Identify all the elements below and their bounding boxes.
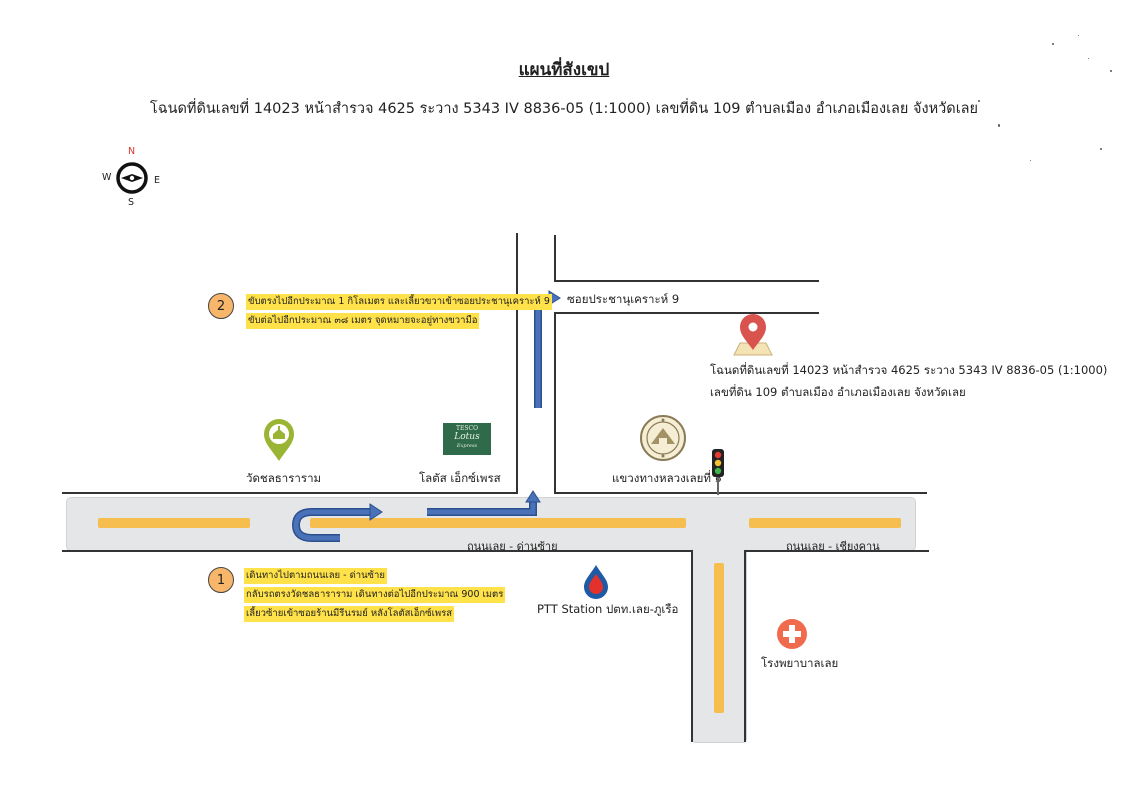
location-pin-icon <box>733 314 773 356</box>
lane-marking <box>310 518 686 528</box>
road-edge <box>516 233 518 494</box>
compass-south-label: S <box>128 197 135 208</box>
hospital-label: โรงพยาบาลเลย <box>761 656 839 670</box>
compass-east-label: E <box>154 175 161 186</box>
road-edge <box>555 492 927 494</box>
lane-marking <box>98 518 250 528</box>
step-1-marker: 1 <box>208 567 234 593</box>
map-subtitle: โฉนดที่ดินเลขที่ 14023 หน้าสำรวจ 4625 ระ… <box>149 101 979 117</box>
traffic-light-icon <box>712 449 724 495</box>
road-edge <box>62 492 517 494</box>
ptt-label: PTT Station ปตท.เลย-ภูเรือ <box>537 602 679 616</box>
destination-line-1: โฉนดที่ดินเลขที่ 14023 หน้าสำรวจ 4625 ระ… <box>710 363 1108 377</box>
step-2-line: ขับต่อไปอีกประมาณ ๓๘ เมตร จุดหมายจะอยู่ท… <box>246 313 480 329</box>
lotus-logo-text: Lotus <box>454 432 480 442</box>
road-edge <box>554 280 819 282</box>
temple-label: วัดชลธาราราม <box>246 471 322 485</box>
lane-marking <box>714 563 724 713</box>
destination-line-2: เลขที่ดิน 109 ตำบลเมือง อำเภอเมืองเลย จั… <box>710 385 966 399</box>
step-1-line: เดินทางไปตามถนนเลย - ด่านซ้าย <box>244 568 387 584</box>
highway-office-label: แขวงทางหลวงเลยที่ ๑ <box>612 471 722 485</box>
road-edge <box>554 312 819 314</box>
scan-speck <box>1088 58 1089 59</box>
road-edge <box>745 550 929 552</box>
temple-pin-icon <box>264 419 294 461</box>
compass-north-label: N <box>128 146 136 157</box>
lotus-logo-text: Express <box>456 443 478 449</box>
road-edge <box>62 550 692 552</box>
scan-speck <box>1110 70 1112 72</box>
scan-speck <box>978 100 980 102</box>
step-1-line: กลับรถตรงวัดชลธาราราม เดินทางต่อไปอีกประ… <box>244 587 506 603</box>
lotus-label: โลตัส เอ็กซ์เพรส <box>419 471 501 485</box>
road-label-loei-dansai: ถนนเลย - ด่านซ้าย <box>467 540 558 553</box>
scan-speck <box>1100 148 1102 150</box>
lotus-logo: TESCO Lotus Express <box>443 423 491 455</box>
lotus-logo-text: TESCO <box>455 425 478 432</box>
road-edge <box>554 312 556 494</box>
scan-speck <box>1030 160 1031 161</box>
road-edge <box>744 550 746 742</box>
compass-west-label: W <box>102 172 112 183</box>
step-1-instructions: เดินทางไปตามถนนเลย - ด่านซ้าย กลับรถตรงว… <box>244 568 506 622</box>
scan-speck <box>1052 43 1054 45</box>
compass-icon <box>116 162 148 194</box>
step-1-line: เลี้ยวซ้ายเข้าซอยร้านมีรีนรมย์ หลังโลตัส… <box>244 606 455 622</box>
ptt-icon <box>584 565 608 599</box>
map-title: แผนที่สังเขป <box>518 60 610 80</box>
compass: N W E S <box>100 144 164 208</box>
scan-speck <box>998 124 1000 127</box>
road-edge <box>554 235 556 281</box>
highway-office-seal <box>640 415 686 461</box>
step-2-line: ขับตรงไปอีกประมาณ 1 กิโลเมตร และเลี้ยวขว… <box>246 294 552 310</box>
step-2-marker: 2 <box>208 293 234 319</box>
road-label-soi: ซอยประชานุเคราะห์ 9 <box>567 292 680 306</box>
road-edge <box>691 550 693 742</box>
road-label-loei-chiangkhan: ถนนเลย - เชียงคาน <box>786 540 880 553</box>
scan-speck <box>1078 35 1079 36</box>
lane-marking <box>749 518 901 528</box>
hospital-cross-icon <box>777 619 807 649</box>
step-2-instructions: ขับตรงไปอีกประมาณ 1 กิโลเมตร และเลี้ยวขว… <box>246 294 552 329</box>
